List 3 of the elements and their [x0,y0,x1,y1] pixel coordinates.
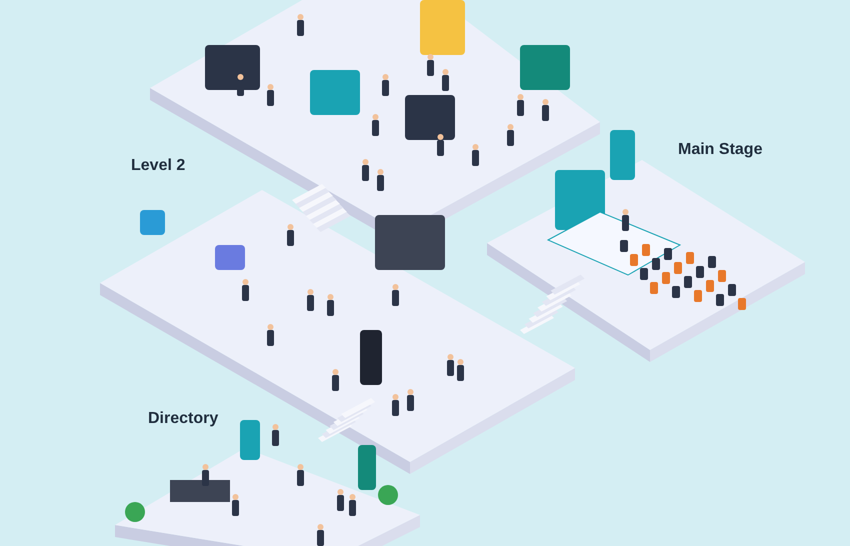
area-label: Main Stage [678,141,762,159]
area-label: Level 2 [131,157,186,175]
area-label: Directory [148,410,218,428]
